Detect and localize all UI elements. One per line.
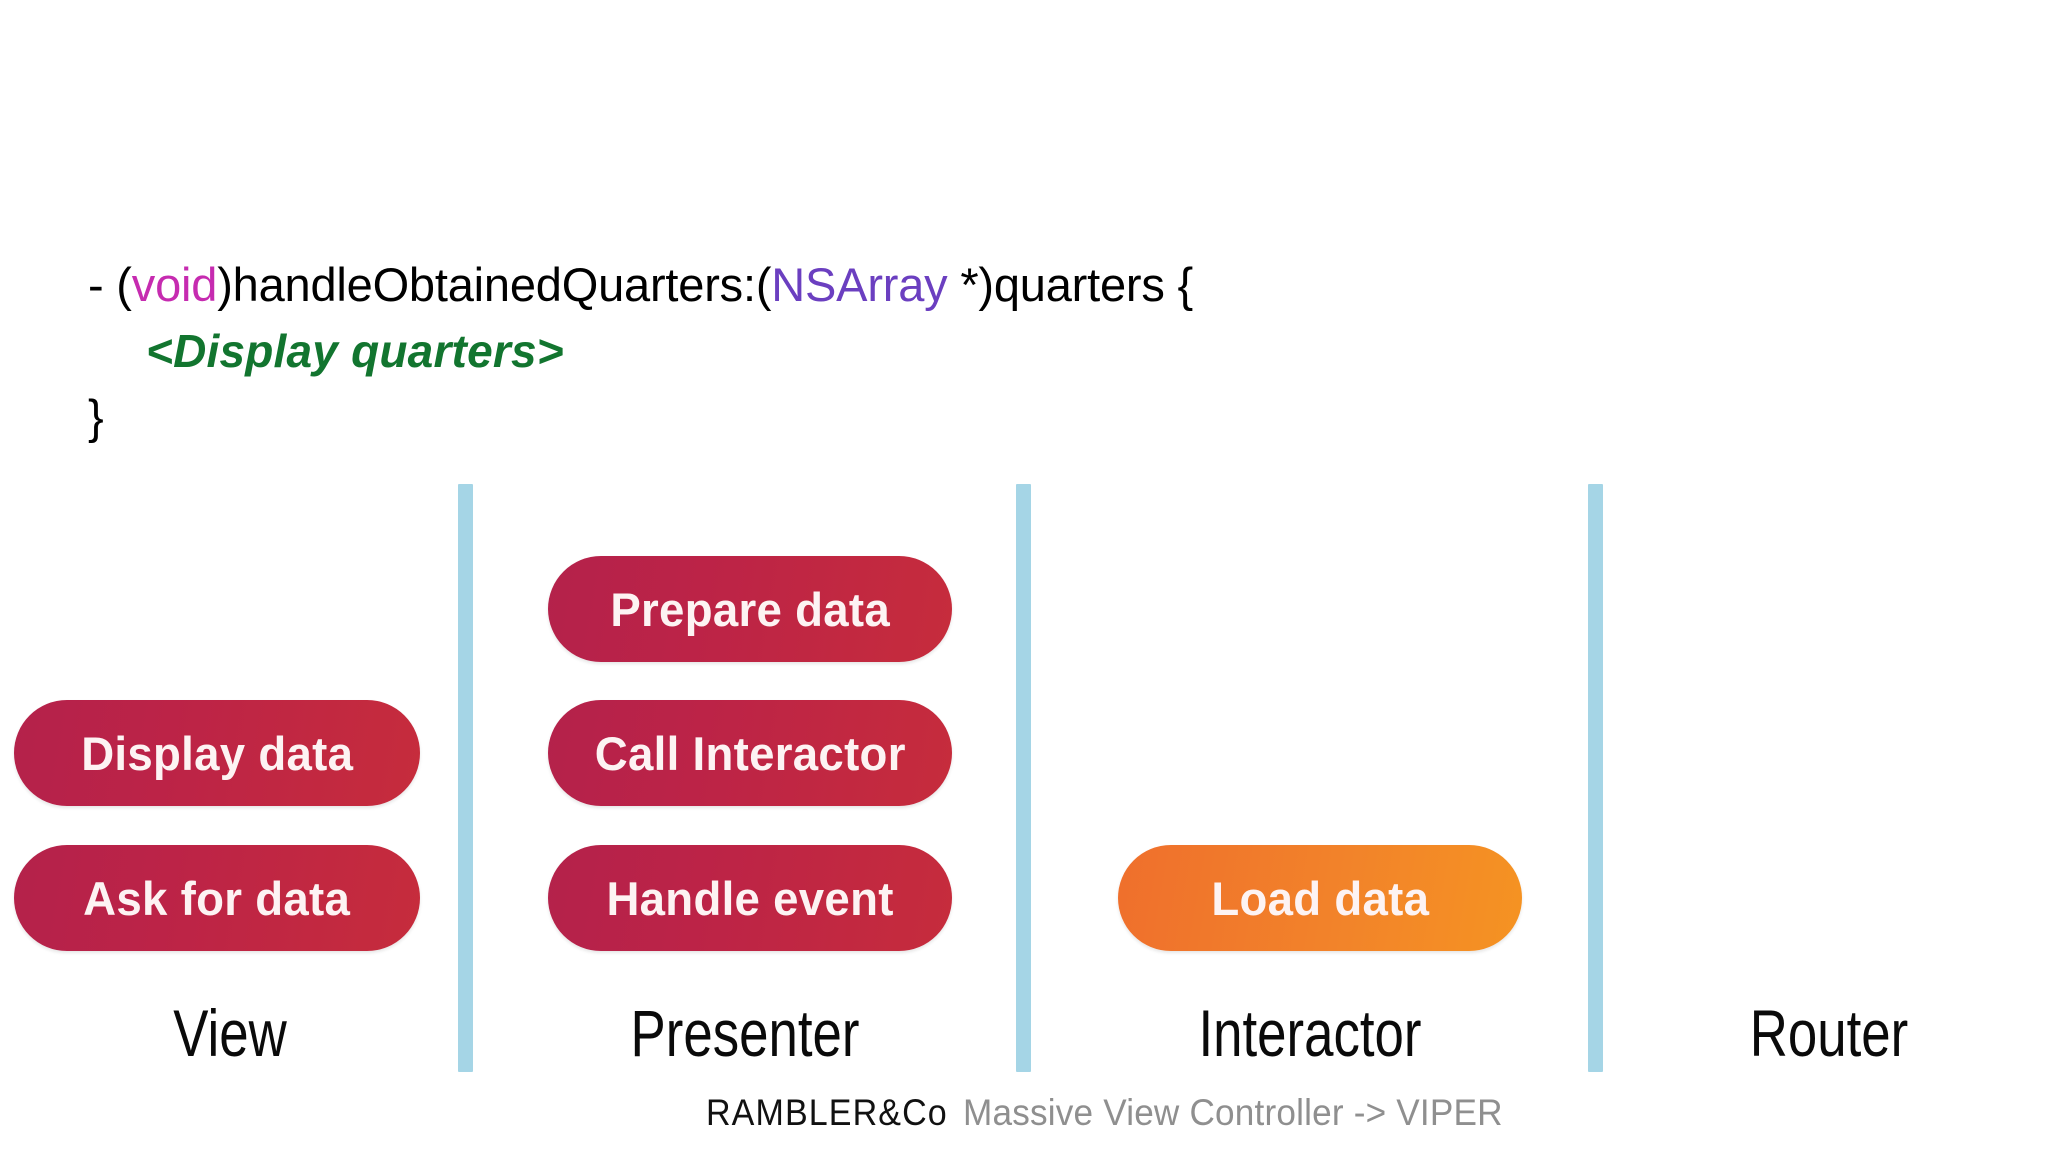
rambler-logo: RAMBLER&Co [706,1092,948,1133]
column-divider-3 [1588,484,1603,1072]
code-snippet: - (void)handleObtainedQuarters:(NSArray … [88,252,1193,450]
code-placeholder-display-quarters: <Display quarters> [146,325,564,377]
pill-display-data[interactable]: Display data [14,700,420,806]
pill-label: Call Interactor [594,726,906,780]
pill-label: Handle event [606,871,894,925]
pill-prepare-data[interactable]: Prepare data [548,556,952,662]
pill-ask-for-data[interactable]: Ask for data [14,845,420,951]
column-label-router: Router [1749,996,1909,1070]
code-token-void: void [131,258,218,311]
column-divider-2 [1016,484,1031,1072]
code-token-nsarray: NSArray [771,258,948,311]
column-divider-1 [458,484,473,1072]
code-token-suffix: *)quarters { [947,258,1194,311]
column-label-presenter: Presenter [630,996,860,1070]
column-label-interactor: Interactor [1198,996,1422,1070]
pill-load-data[interactable]: Load data [1118,845,1522,951]
pill-label: Prepare data [610,582,890,636]
pill-label: Ask for data [83,871,351,925]
pill-call-interactor[interactable]: Call Interactor [548,700,952,806]
pill-label: Load data [1211,871,1429,925]
code-line-placeholder: <Display quarters> [88,318,1193,384]
pill-handle-event[interactable]: Handle event [548,845,952,951]
footer-caption: Massive View Controller -> VIPER [963,1092,1503,1133]
code-token-prefix: - ( [88,258,132,311]
code-token-middle: )handleObtainedQuarters:( [217,258,772,311]
column-label-view: View [173,996,287,1070]
code-line-close-brace: } [88,390,104,443]
pill-label: Display data [80,726,354,780]
code-line-signature: - (void)handleObtainedQuarters:(NSArray … [88,252,1193,318]
